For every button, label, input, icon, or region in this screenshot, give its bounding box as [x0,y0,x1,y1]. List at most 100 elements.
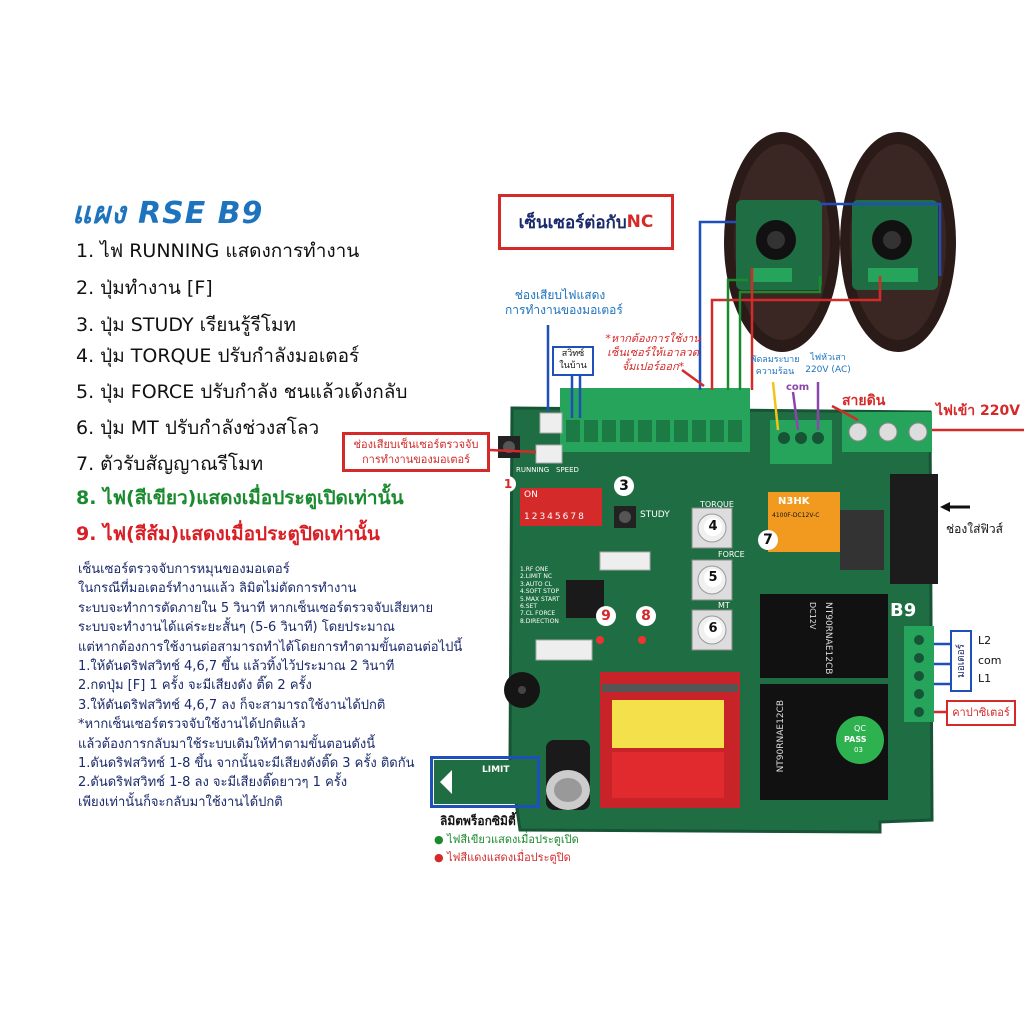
transformer [600,672,740,808]
qc-text-1: QC [854,724,866,733]
dip-legend-item: 7.CL FORCE [520,610,556,618]
feature-5: 5. ปุ่ม FORCE ปรับกำลัง ชนแล้วเด้งกลับ [76,381,408,403]
badge-6: 6 [704,620,722,638]
badge-8: 8 [636,606,656,626]
note-line: 2.กดปุ่ม [F] 1 ครั้ง จะมีเสียงดัง ติ๊ด 2… [78,678,312,694]
limit-green-note: ● ไฟสีเขียวแสดงเมื่อประตูเปิด [434,830,579,848]
qc-text-2: PASS [844,735,867,744]
dip-legend-item: 4.SOFT STOP [520,588,559,596]
limit-green-text: ไฟสีเขียวแสดงเมื่อประตูเปิด [447,833,579,846]
limit-red-text: ไฟสีแดงแสดงเมื่อประตูปิด [447,851,571,864]
fuse-holder [890,474,938,584]
top-terminal-block [560,388,832,464]
badge-2: 2 [497,412,508,430]
limit-module-label: LIMIT [482,765,510,775]
status-socket-callout: ช่องเสียบไฟแสดง การทำงานของมอเตอร์ [505,288,623,318]
fan-line-2: ความร้อน [755,367,795,377]
feature-9: 9. ไฟ(สีส้ม)แสดงเมื่อประตูปิดเท่านั้น [76,523,380,545]
red-dot-icon: ● [434,851,444,864]
page-title: แผง RSE B9 [72,196,264,231]
force-label: FORCE [718,550,745,559]
lamp-callout: ไฟหัวเสา 220V (AC) [800,352,856,376]
callout-lines [489,325,1024,714]
limit-title: ลิมิตพร็อกซิมิตี้ [440,814,516,828]
speed-label: SPEED [556,466,579,474]
badge-7: 7 [758,530,778,550]
photo-sensor-left [724,132,840,352]
power-in-label: ไฟเข้า 220V [936,403,1021,419]
study-label: STUDY [640,510,670,520]
com2-label: com [978,654,1002,667]
home-switch-callout: สวิทซ์ ในบ้าน [552,346,594,376]
sensor-wires [698,202,942,390]
relay-brand: N3HK [778,496,810,507]
home-switch-line-2: ในบ้าน [559,361,587,371]
feature-2: 2. ปุ่มทำงาน [F] [76,277,213,299]
sensor-nc-callout: เซ็นเซอร์ต่อกับ NC [498,194,674,250]
feature-8: 8. ไฟ(สีเขียว)แสดงเมื่อประตูเปิดเท่านั้น [76,487,404,509]
motor-label: มอเตอร์ [955,644,967,678]
board-model: B9 [890,600,917,621]
limit-red-note: ● ไฟสีแดงแสดงเมื่อประตูปิด [434,848,571,866]
capacitor-callout: คาปาซิเตอร์ [946,700,1016,726]
torque-label: TORQUE [700,500,734,509]
feature-1: 1. ไฟ RUNNING แสดงการทำงาน [76,240,360,262]
ground-label: สายดิน [842,393,886,409]
lamp-line-2: 220V (AC) [805,365,851,375]
feature-6: 6. ปุ่ม MT ปรับกำลังช่วงสโลว [76,417,320,439]
relay-top-dc: DC12V [808,602,817,630]
sensor-notes: เซ็นเซอร์ตรวจจับการหมุนของมอเตอร์ ในกรณี… [78,560,498,812]
badge-1: 1 [500,476,516,492]
status-socket-line-2: การทำงานของมอเตอร์ [505,303,623,317]
jumper-note-line-3: จั้มเปอร์ออก* [621,360,685,373]
qc-text-3: 03 [854,746,863,754]
relay-top-model: NT90RNAE12CB [823,602,833,675]
note-line: 1.ให้ดันดริฟสวิทช์ 4,6,7 ขึ้น แล้วทิ้งไว… [78,659,395,675]
pin-header [599,551,651,571]
note-line: 1.ดันดริฟสวิทช์ 1-8 ขึ้น จากนั้นจะมีเสีย… [78,756,415,772]
status-connector [539,412,563,434]
feature-7: 7. ตัวรับสัญญาณรีโมท [76,453,264,475]
dip-legend-item: 3.AUTO CL [520,580,553,588]
limit-callout-box [430,756,540,808]
jumper-note: *หากต้องการใช้งาน เซ็นเซอร์ให้เอาลวด จั้… [598,332,708,374]
note-line: ระบบจะทำการตัดภายใน 5 วินาที หากเซ็นเซอร… [78,600,434,616]
com-label: com [786,382,810,393]
feature-3: 3. ปุ่ม STUDY เรียนรู้รีโมท [76,314,297,336]
capacitor [546,740,590,810]
home-switch-line-1: สวิทซ์ [561,349,585,359]
remote-relay [768,492,840,552]
heat-sink [840,510,884,570]
note-line: ในกรณีที่มอเตอร์ทำงานแล้ว ลิมิตไม่ตัดการ… [78,581,357,597]
dip-on-label: ON [524,490,538,500]
mt-label: MT [718,601,730,610]
note-line: *หากเซ็นเซอร์ตรวจจับใช้งานได้ปกติแล้ว [78,717,306,733]
relay-bottom-model: NT90RNAE12CB [776,700,786,773]
qc-pass-sticker [836,716,884,764]
badge-3: 3 [614,476,634,496]
badge-9: 9 [596,606,616,626]
l1-label: L1 [978,672,992,685]
limit-module [434,760,536,804]
dip-legend: 1.RF ONE 2.LIMIT NC 3.AUTO CL 4.SOFT STO… [520,566,560,625]
dip-legend-item: 5.MAX START [520,595,560,603]
fan-callout: พัดลมระบาย ความร้อน [748,354,802,378]
sensor-nc-suffix: NC [626,212,654,232]
dip-legend-item: 8.DIRECTION [520,617,559,625]
jumper-note-line-2: เซ็นเซอร์ให้เอาลวด [607,346,699,359]
l2-label: L2 [978,634,992,647]
dip-legend-item: 1.RF ONE [520,566,549,573]
photo-sensor-right [840,132,956,352]
relay-small-model: 4100F-DC12V-C [772,512,820,519]
note-line: ระบบจะทำงานได้แค่ระยะสั้นๆ (5-6 วินาที) … [78,620,395,636]
status-socket-line-1: ช่องเสียบไฟแสดง [514,288,606,302]
dip-numbers: 12345678 [524,512,586,522]
led-8 [638,636,646,644]
dip-switch [520,488,602,526]
fan-line-1: พัดลมระบาย [750,355,800,365]
feature-4: 4. ปุ่ม TORQUE ปรับกำลังมอเตอร์ [76,345,360,367]
lamp-line-1: ไฟหัวเสา [810,353,846,363]
badge-5: 5 [704,569,722,587]
rotation-socket-line-1: ช่องเสียบเซ็นเซอร์ตรวจจับ [353,438,479,451]
